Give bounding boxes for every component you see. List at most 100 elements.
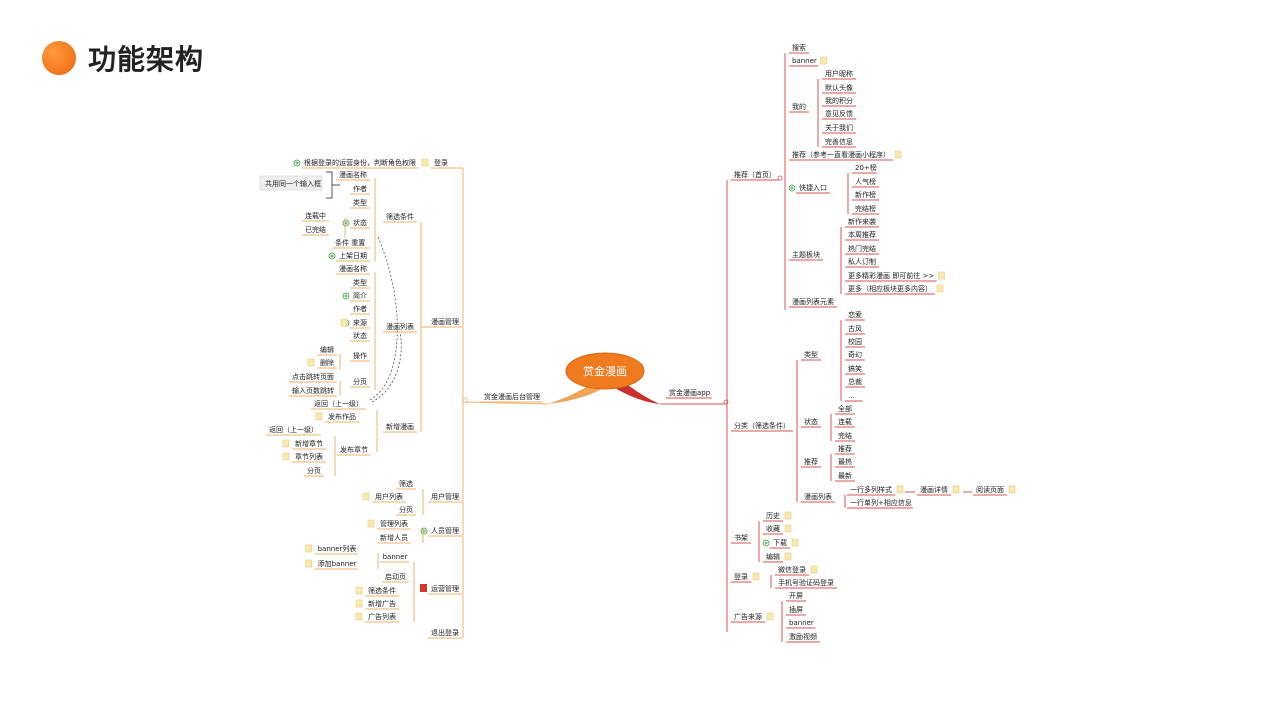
- node-label: 推荐（首页）: [734, 170, 776, 179]
- node-label: 历史: [766, 511, 780, 520]
- node-points: 我的积分: [822, 96, 856, 107]
- node-label: 点击跳转页面: [292, 372, 334, 381]
- node-r_new: 最新: [835, 471, 855, 482]
- node-label: 发布章节: [340, 445, 368, 454]
- node-admin_root: 赏金漫画后台管理: [481, 392, 543, 403]
- node-cond_reset: 条件 重置: [332, 238, 370, 249]
- node-banner: banner: [379, 553, 409, 563]
- node-category: 分类（筛选条件）: [731, 421, 793, 432]
- node-label: 作者: [353, 304, 367, 313]
- node-label: 阅读页面: [976, 485, 1004, 494]
- node-search: 搜索: [789, 43, 809, 54]
- node-label: 意见反馈: [825, 109, 853, 118]
- node-label: banner: [792, 57, 817, 65]
- note-icon: [421, 158, 429, 167]
- node-avatar: 默认头像: [822, 83, 856, 94]
- note-icon: [355, 599, 363, 608]
- node-list_elem: 漫画列表元素: [789, 297, 837, 308]
- node-nickname: 用户昵称: [822, 69, 856, 80]
- node-label: 操作: [353, 351, 367, 360]
- node-label: 漫画详情: [920, 485, 948, 494]
- node-label: 微信登录: [778, 565, 806, 574]
- node-l_type: 类型: [350, 278, 370, 289]
- node-label: 搞笑: [848, 364, 862, 373]
- node-publish_chapter: 发布章节: [337, 445, 371, 456]
- node-ad_list: 广告列表: [355, 612, 399, 623]
- node-label: 漫画列表: [386, 322, 414, 331]
- node-label: 来源: [353, 318, 367, 327]
- node-label: 快捷入口: [799, 183, 827, 192]
- node-paging2: 分页: [304, 466, 324, 477]
- note-icon: [367, 519, 375, 528]
- node-login: 登录: [421, 158, 451, 169]
- node-theme: 主题板块: [789, 250, 823, 261]
- node-label: 赏金漫画app: [669, 388, 711, 397]
- node-label: 热门完结: [848, 244, 876, 253]
- page-title: 功能架构: [88, 43, 205, 76]
- node-label: 激励视频: [789, 632, 817, 641]
- node-l_name: 漫画名称: [336, 264, 370, 275]
- page-header: 功能架构: [42, 38, 204, 78]
- node-manhua_mgmt: 漫画管理: [428, 317, 462, 328]
- node-label: 分页: [353, 377, 367, 386]
- note-icon: [307, 358, 315, 367]
- node-l_source: 来源: [340, 318, 370, 329]
- node-multi_row: 一行多列样式: [847, 485, 904, 496]
- node-ad_video: 激励视频: [786, 632, 820, 643]
- node-download: 下载: [762, 538, 799, 549]
- node-label: 默认头像: [825, 83, 853, 92]
- node-reading: 阅读页面: [973, 485, 1016, 496]
- node-click_jump: 点击跳转页面: [289, 372, 337, 383]
- node-qe_20: 20+榜: [852, 163, 877, 174]
- node-label: 20+榜: [855, 163, 877, 172]
- node-label: 完结榜: [855, 204, 876, 213]
- node-logout: 退出登录: [428, 628, 462, 639]
- node-ad_insert: 插屏: [786, 605, 806, 616]
- node-phone_login: 手机号验证码登录: [775, 578, 837, 589]
- node-recommend_ref: 推荐（参考一直看漫画小程序）: [789, 150, 902, 161]
- node-banner_app: banner: [789, 56, 827, 67]
- node-label: 筛选条件: [368, 586, 396, 595]
- node-label: 编辑: [320, 345, 334, 354]
- node-label: 搜索: [792, 43, 806, 52]
- node-r_hot: 最热: [835, 457, 855, 468]
- node-label: 完结: [838, 431, 852, 440]
- node-label: 更多（相应板块更多内容）: [848, 284, 932, 293]
- node-collect: 收藏: [763, 524, 792, 535]
- node-label: 推荐: [804, 457, 818, 466]
- node-label: banner列表: [318, 544, 357, 553]
- note-icon: [952, 485, 960, 494]
- node-l_status: 状态: [350, 331, 370, 342]
- note-icon: [936, 284, 944, 293]
- node-label: 推荐: [838, 444, 852, 453]
- note-icon: [938, 271, 945, 280]
- node-new_manhua: 新增漫画: [383, 422, 417, 433]
- node-label: 上架日期: [339, 251, 367, 260]
- node-label: 添加banner: [318, 559, 357, 568]
- node-splash: 启动页: [382, 572, 409, 583]
- node-sm_add: 新增人员: [377, 533, 411, 544]
- node-input_jump: 输入页数跳转: [289, 386, 337, 397]
- node-edit: 编辑: [317, 345, 337, 356]
- node-label: 筛选: [399, 479, 413, 488]
- node-label: ...: [848, 392, 855, 400]
- node-label: 一行多列样式: [850, 485, 892, 494]
- note-icon: [894, 150, 902, 159]
- node-label: 用户管理: [431, 492, 459, 501]
- node-th_week: 本周推荐: [845, 230, 879, 241]
- node-label: 启动页: [385, 572, 406, 581]
- node-t_campus: 校园: [845, 337, 865, 348]
- node-label: 本周推荐: [848, 230, 876, 239]
- node-f_status: 状态: [342, 218, 370, 229]
- node-th_more1: 更多精彩漫画 即可前往 >>: [845, 271, 945, 282]
- node-label: 筛选条件: [386, 212, 414, 221]
- node-f_type: 类型: [350, 198, 370, 209]
- node-label: 人员管理: [431, 526, 459, 535]
- node-shelf: 书架: [731, 533, 751, 544]
- node-label: 删除: [320, 358, 334, 367]
- node-label: 漫画名称: [339, 170, 367, 179]
- node-label: 管理列表: [380, 519, 408, 528]
- node-qe_end: 完结榜: [852, 204, 879, 215]
- node-label: 古风: [848, 324, 862, 333]
- node-label: 状态: [353, 331, 367, 340]
